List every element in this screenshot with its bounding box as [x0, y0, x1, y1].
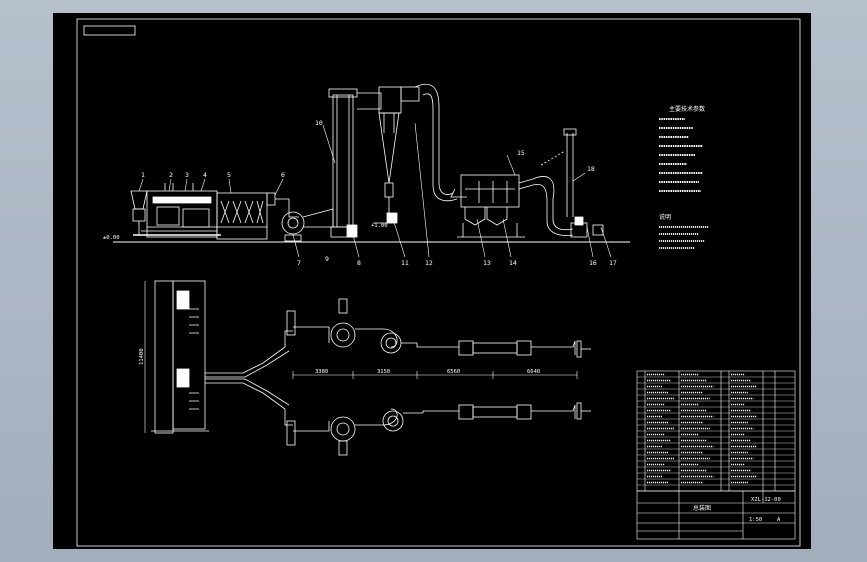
callout-6: 6: [281, 171, 285, 179]
callout-2: 2: [169, 171, 173, 179]
cyclone-separator: [373, 86, 420, 224]
tech-params: 主要技术参数 说明: [659, 105, 709, 249]
callout-17: 17: [609, 259, 617, 267]
callout-8: 8: [357, 259, 361, 267]
dim-1: 3380: [315, 369, 328, 375]
feed-blower: [281, 211, 305, 242]
callout-9: 9: [325, 255, 329, 263]
callout-7: 7: [297, 259, 301, 267]
bag-filter: [450, 174, 525, 238]
hot-air-duct: [266, 192, 299, 218]
drawing-sheet: 1 2 3 4 5 6 7 8 9 10 11 12 13 14 15 16 1…: [53, 13, 811, 549]
callout-16: 16: [589, 259, 597, 267]
corner-label-box: [83, 25, 136, 36]
callout-4: 4: [203, 171, 207, 179]
callout-labels: 1 2 3 4 5 6 7 8 9 10 11 12 13 14 15 16 1…: [141, 119, 617, 267]
dimension-labels: 3380 3150 6560 6640 11400: [139, 348, 540, 375]
callout-5: 5: [227, 171, 231, 179]
drawing-number: XZL-12-00: [751, 497, 781, 503]
title-block: [636, 490, 796, 540]
dim-vertical: 11400: [139, 348, 145, 365]
chimney: [563, 128, 577, 217]
dim-2: 3150: [377, 369, 390, 375]
plan-y-branch: [205, 330, 293, 426]
plan-line-lower: [286, 402, 591, 456]
drying-tube: [302, 88, 382, 238]
exhaust-duct: [518, 150, 574, 236]
leader-lines: [138, 122, 612, 258]
plan-line-upper: [286, 298, 591, 358]
callout-14: 14: [509, 259, 517, 267]
callout-18: 18: [587, 165, 595, 173]
induced-draft-fan: [570, 216, 604, 238]
plan-dimension-line: [144, 281, 578, 433]
notes-title: 说明: [659, 213, 671, 221]
drawing-name: 总装图: [693, 504, 711, 512]
callout-1: 1: [141, 171, 145, 179]
tech-title: 主要技术参数: [669, 105, 705, 113]
sheet-mark: A: [777, 517, 781, 523]
cad-drawing: 1 2 3 4 5 6 7 8 9 10 11 12 13 14 15 16 1…: [76, 18, 801, 547]
transfer-pipe: [414, 83, 458, 202]
callout-13: 13: [483, 259, 491, 267]
callout-12: 12: [425, 259, 433, 267]
dim-4: 6640: [527, 369, 540, 375]
callout-15: 15: [517, 149, 525, 157]
callout-10: 10: [315, 119, 323, 127]
callout-3: 3: [185, 171, 189, 179]
level-labels: ±0.00 +1.00: [103, 223, 388, 241]
dim-3: 6560: [447, 369, 460, 375]
plan-furnace: [151, 280, 209, 434]
ground-level-label: ±0.00: [103, 235, 120, 241]
title-block-text: XZL-12-00 总装图 1:50 A: [693, 497, 781, 523]
callout-11: 11: [401, 259, 409, 267]
hot-air-furnace: [133, 183, 221, 238]
heat-exchanger: [216, 192, 268, 240]
feeder-hopper: [130, 190, 148, 235]
cyclone-level-label: +1.00: [371, 223, 388, 229]
drawing-scale: 1:50: [749, 517, 762, 523]
outer-frame: [76, 18, 801, 547]
